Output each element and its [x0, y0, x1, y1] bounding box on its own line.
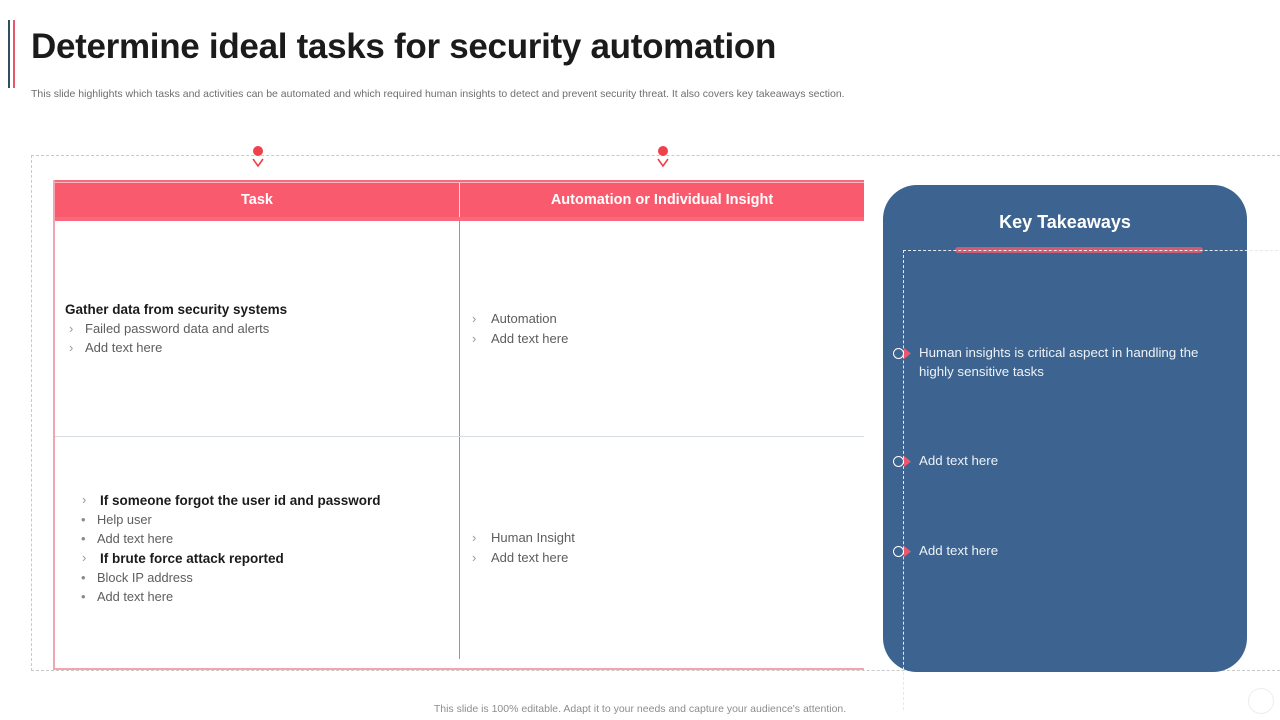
- chevron-right-icon: ›: [82, 492, 87, 507]
- task-group-heading: › If someone forgot the user id and pass…: [79, 492, 459, 510]
- list-item-label: Help user: [97, 512, 152, 527]
- key-takeaway-label: Add text here: [919, 543, 999, 558]
- table-body: Gather data from security systems › Fail…: [55, 221, 864, 659]
- bullet-dot-icon: •: [81, 589, 86, 604]
- key-takeaway-item: Add text here: [893, 451, 1233, 470]
- frame-marker-right: [654, 146, 672, 176]
- list-item: • Add text here: [79, 529, 459, 548]
- circle-outline-icon: [893, 546, 904, 557]
- circle-outline-icon: [893, 456, 904, 467]
- key-takeaway-bullet: [893, 345, 919, 361]
- list-item-label: Block IP address: [97, 570, 193, 585]
- bullet-dot-icon: •: [81, 570, 86, 585]
- chevron-right-icon: ›: [472, 310, 477, 326]
- key-takeaway-bullet: [893, 543, 919, 559]
- table-cell-task: › If someone forgot the user id and pass…: [55, 437, 460, 659]
- list-item-label: Add text here: [97, 531, 174, 546]
- list-item: › Add text here: [472, 548, 864, 568]
- task-group-label: If brute force attack reported: [100, 551, 284, 566]
- list-item-label: Add text here: [97, 589, 174, 604]
- corner-circle-decoration: [1248, 688, 1274, 714]
- marker-dot-icon: [658, 146, 668, 156]
- table-cell-insight: › Automation › Add text here: [460, 221, 864, 436]
- list-item: • Block IP address: [79, 568, 459, 587]
- arrow-right-icon: [903, 455, 915, 473]
- accent-bar-red: [13, 20, 15, 88]
- key-takeaways-dashed-frame: [903, 250, 1280, 710]
- bullet-dot-icon: •: [81, 512, 86, 527]
- chevron-right-icon: ›: [472, 550, 477, 565]
- list-item: › Failed password data and alerts: [65, 319, 459, 338]
- chevron-down-icon: [656, 157, 670, 171]
- task-group-label: If someone forgot the user id and passwo…: [100, 493, 381, 508]
- table-header-row: Task Automation or Individual Insight: [55, 180, 864, 221]
- page-title: Determine ideal tasks for security autom…: [31, 27, 777, 66]
- chevron-right-icon: ›: [472, 330, 477, 346]
- key-takeaway-item: Add text here: [893, 541, 1233, 560]
- chevron-right-icon: ›: [69, 339, 74, 355]
- chevron-right-icon: ›: [82, 550, 87, 565]
- bullet-dot-icon: •: [81, 531, 86, 546]
- key-takeaway-label: Human insights is critical aspect in han…: [919, 345, 1199, 379]
- list-item-label: Add text here: [491, 550, 569, 565]
- table-header-task: Task: [55, 183, 460, 217]
- chevron-right-icon: ›: [69, 320, 74, 336]
- task-heading: Gather data from security systems: [65, 301, 288, 317]
- list-item: › Add text here: [472, 329, 864, 349]
- circle-outline-icon: [893, 348, 904, 359]
- list-item: › Automation: [472, 309, 864, 329]
- task-sub-bullet-list: • Block IP address • Add text here: [79, 568, 459, 606]
- list-item-label: Add text here: [491, 330, 569, 346]
- task-group: › If someone forgot the user id and pass…: [79, 492, 459, 606]
- insight-bullet-list: › Automation › Add text here: [472, 309, 864, 349]
- arrow-right-icon: [903, 347, 915, 365]
- list-item: › Add text here: [65, 338, 459, 357]
- task-sub-bullet-list: • Help user • Add text here: [79, 510, 459, 548]
- task-group-heading: › If brute force attack reported: [79, 550, 459, 568]
- marker-dot-icon: [253, 146, 263, 156]
- chevron-down-icon: [251, 157, 265, 171]
- list-item: • Help user: [79, 510, 459, 529]
- table-cell-insight: › Human Insight › Add text here: [460, 437, 864, 659]
- footer-note: This slide is 100% editable. Adapt it to…: [433, 703, 847, 715]
- accent-bar-teal: [8, 20, 10, 88]
- key-takeaway-label: Add text here: [919, 453, 999, 468]
- list-item: • Add text here: [79, 587, 459, 606]
- list-item-label: Failed password data and alerts: [85, 320, 270, 336]
- key-takeaway-item: Human insights is critical aspect in han…: [893, 343, 1233, 381]
- arrow-right-icon: [903, 545, 915, 563]
- table-row: Gather data from security systems › Fail…: [55, 221, 864, 437]
- table-header-automation: Automation or Individual Insight: [550, 192, 774, 208]
- task-bullet-list: › Failed password data and alerts › Add …: [65, 319, 459, 357]
- key-takeaways-title: Key Takeaways: [999, 212, 1131, 232]
- page-subtitle: This slide highlights which tasks and ac…: [31, 88, 845, 100]
- insight-bullet-list: › Human Insight › Add text here: [472, 528, 864, 568]
- task-automation-table: Task Automation or Individual Insight Ga…: [53, 180, 864, 670]
- dashed-content-frame: [31, 155, 1280, 671]
- list-item: › Human Insight: [472, 528, 864, 548]
- table-row: › If someone forgot the user id and pass…: [55, 437, 864, 659]
- list-item-label: Automation: [491, 310, 557, 326]
- list-item-label: Human Insight: [491, 530, 575, 545]
- chevron-right-icon: ›: [472, 530, 477, 545]
- frame-marker-left: [249, 146, 267, 176]
- key-takeaways-panel: Key Takeaways Human insights is critical…: [883, 185, 1280, 710]
- list-item-label: Add text here: [85, 339, 163, 355]
- key-takeaway-bullet: [893, 453, 919, 469]
- table-cell-task: Gather data from security systems › Fail…: [55, 221, 460, 436]
- title-accent-bars: [8, 20, 18, 88]
